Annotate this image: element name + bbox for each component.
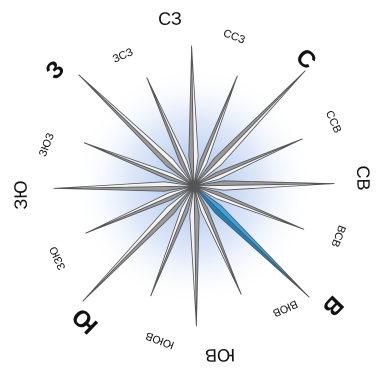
label-ssw: ЗЗЮ [47, 244, 68, 271]
label-wsw: ЗЮЗ [37, 131, 57, 158]
label-w: З [40, 55, 70, 85]
label-wnw: ЗСЗ [111, 46, 135, 66]
label-e: В [317, 290, 348, 321]
label-ene: ВСВ [328, 223, 347, 248]
label-s: Ю [67, 303, 104, 340]
label-n: С [290, 43, 321, 74]
label-ne: СВ [353, 165, 373, 190]
label-sse: ЮЮВ [144, 329, 176, 351]
label-nw: СЗ [158, 9, 182, 29]
label-nnw: ССЗ [221, 27, 247, 46]
label-ese: ВЮВ [271, 297, 299, 318]
label-nne: ССВ [323, 109, 343, 135]
label-se: ЮВ [205, 345, 236, 366]
label-sw: ЗЮ [10, 180, 31, 209]
